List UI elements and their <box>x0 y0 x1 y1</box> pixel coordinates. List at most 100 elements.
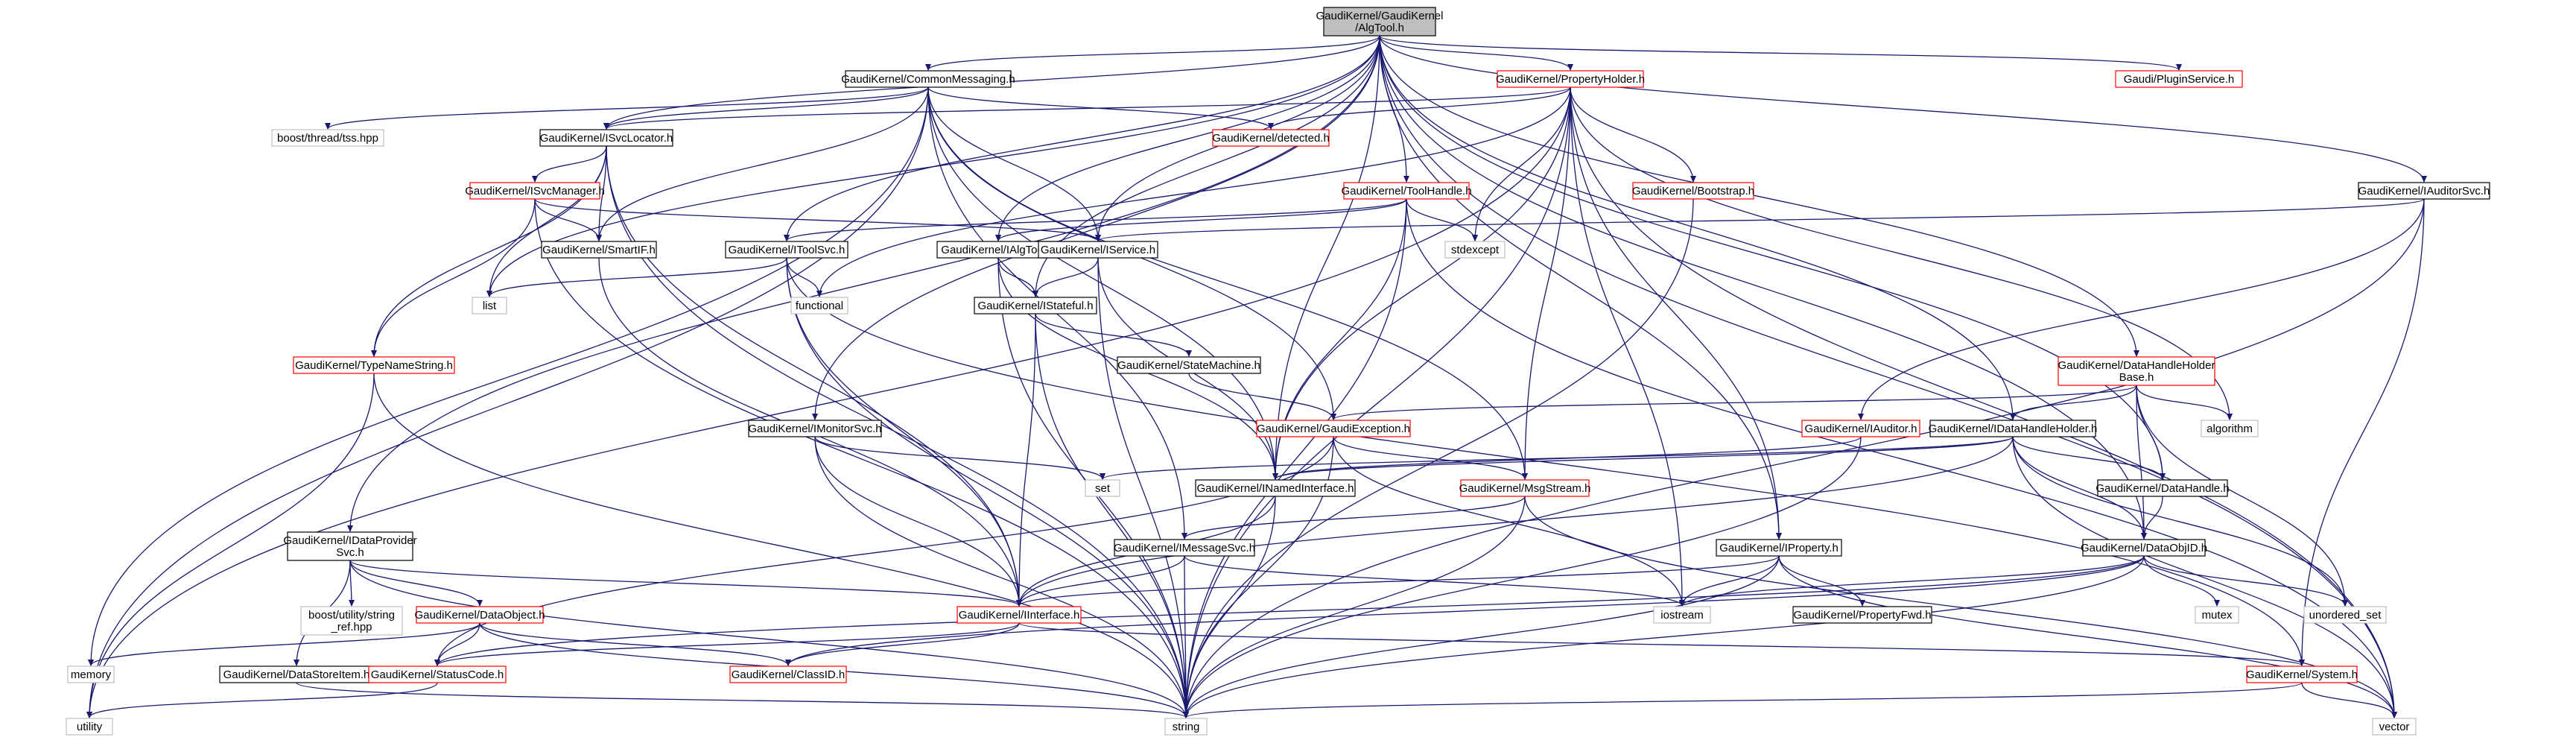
node-box <box>1256 420 1411 437</box>
dependency-edge-itoolsvc-to-list <box>486 257 787 297</box>
node-box <box>368 665 507 683</box>
node-label-line: GaudiKernel/StatusCode.h <box>371 668 504 681</box>
header-node-imonitorsvc[interactable]: GaudiKernel/IMonitorSvc.h <box>748 420 882 437</box>
node-box <box>2195 606 2239 624</box>
dependency-edge-iauditorsvc-to-system <box>2299 198 2425 666</box>
header-node-datastoreitem[interactable]: GaudiKernel/DataStoreItem.h <box>219 665 374 683</box>
dependency-edge-istateful-to-iinterface <box>1016 313 1036 607</box>
header-node-isvcmanager[interactable]: GaudiKernel/ISvcManager.h <box>465 182 605 200</box>
node-label-line: /AlgTool.h <box>1355 22 1404 34</box>
dependency-edge-idhholder-to-iinterface <box>1016 436 2014 607</box>
header-node-iservice[interactable]: GaudiKernel/IService.h <box>1038 241 1158 259</box>
header-node-root[interactable]: GaudiKernel/GaudiKernel/AlgTool.h <box>1316 7 1444 37</box>
node-label-line: stdexcept <box>1451 244 1500 256</box>
header-node-inamedinterface[interactable]: GaudiKernel/INamedInterface.h <box>1195 479 1356 497</box>
dependency-edge-itoolsvc-to-iinterface <box>786 257 1022 607</box>
header-node-bootstrap[interactable]: GaudiKernel/Bootstrap.h <box>1632 182 1754 200</box>
node-label-line: GaudiKernel/GaudiKernel <box>1316 10 1444 22</box>
node-box <box>293 356 455 374</box>
header-node-gaudiexception[interactable]: GaudiKernel/GaudiException.h <box>1256 420 1411 437</box>
dependency-edge-commonmsg-to-isvclocator <box>603 86 929 130</box>
dependency-edge-typenamestring-to-string <box>373 373 1189 718</box>
dependency-edge-idataprovider-to-stringref <box>348 560 355 607</box>
header-node-imessagesvc[interactable]: GaudiKernel/IMessageSvc.h <box>1114 539 1255 557</box>
dependency-edge-propholder-to-iproperty <box>1570 86 1782 540</box>
header-node-detected[interactable]: GaudiKernel/detected.h <box>1212 129 1330 147</box>
header-node-pluginsvc[interactable]: Gaudi/PluginService.h <box>2115 70 2243 88</box>
header-node-istateful[interactable]: GaudiKernel/IStateful.h <box>974 297 1097 314</box>
node-label-line: set <box>1095 482 1111 495</box>
header-node-dataobjid[interactable]: GaudiKernel/DataObjID.h <box>2081 539 2207 557</box>
dependency-edge-dataobjid-to-string <box>1183 555 2145 718</box>
header-node-vector: vector <box>2372 718 2417 736</box>
header-node-idhholder[interactable]: GaudiKernel/IDataHandleHolder.h <box>1929 420 2098 437</box>
dependency-edge-propholder-to-stdexcept <box>1472 86 1571 241</box>
node-box <box>1212 129 1330 147</box>
header-node-statuscode[interactable]: GaudiKernel/StatusCode.h <box>368 665 507 683</box>
dependency-edge-isvclocator-to-iinterface <box>606 145 1022 607</box>
node-label-line: GaudiKernel/PropertyHolder.h <box>1496 73 1645 86</box>
header-node-propertyfwd[interactable]: GaudiKernel/PropertyFwd.h <box>1792 606 1932 624</box>
header-node-typenamestring[interactable]: GaudiKernel/TypeNameString.h <box>293 356 455 374</box>
dependency-edge-root-to-commonmsg <box>925 35 1380 71</box>
header-node-isvclocator[interactable]: GaudiKernel/ISvcLocator.h <box>539 129 673 147</box>
header-node-smartif[interactable]: GaudiKernel/SmartIF.h <box>541 241 657 259</box>
dependency-edge-root-to-dataobjid <box>1379 35 2147 540</box>
dependency-edge-imessagesvc-to-iinterface <box>1016 555 1185 607</box>
node-box <box>67 665 115 683</box>
header-node-commonmsg[interactable]: GaudiKernel/CommonMessaging.h <box>841 70 1015 88</box>
header-node-functional: functional <box>790 297 848 314</box>
node-label-line: GaudiKernel/StateMachine.h <box>1117 359 1260 372</box>
dependency-edge-propholder-to-detected <box>1268 86 1571 130</box>
header-node-msgstream[interactable]: GaudiKernel/MsgStream.h <box>1459 479 1591 497</box>
dependency-edge-iservice-to-string <box>1097 257 1189 718</box>
node-label-line: vector <box>2379 721 2410 733</box>
dependency-edge-dataobjid-to-statuscode <box>434 555 2145 666</box>
dependency-edge-itoolsvc-to-functional <box>786 257 822 297</box>
node-label-line: Base.h <box>2119 371 2154 384</box>
node-box <box>1114 539 1255 557</box>
node-label-line: GaudiKernel/TypeNameString.h <box>295 359 453 372</box>
dependency-edge-toolhandle-to-string <box>1183 198 1407 718</box>
dependency-edge-isvclocator-to-list <box>486 145 607 297</box>
header-node-statemachine[interactable]: GaudiKernel/StateMachine.h <box>1117 356 1261 374</box>
dependency-edge-root-to-dhholderbase <box>1379 35 2139 357</box>
dependency-edge-imonitorsvc-to-string <box>814 436 1189 718</box>
header-node-itoolsvc[interactable]: GaudiKernel/IToolSvc.h <box>725 241 848 259</box>
dependency-edge-dataobjid-to-iostream <box>1679 555 2145 607</box>
dependency-edge-iinterface-to-system <box>1018 622 2305 666</box>
dependency-edge-iauditor-to-string <box>1183 436 1862 718</box>
header-node-utility: utility <box>66 718 113 736</box>
dependency-edge-propholder-to-isvclocator <box>603 86 1571 130</box>
node-label-line: GaudiKernel/ToolHandle.h <box>1341 185 1471 197</box>
node-label-line: GaudiKernel/CommonMessaging.h <box>841 73 1015 86</box>
header-node-iinterface[interactable]: GaudiKernel/IInterface.h <box>957 606 1082 624</box>
header-node-iauditorsvc[interactable]: GaudiKernel/IAuditorSvc.h <box>2358 182 2490 200</box>
node-box <box>1801 420 1920 437</box>
dependency-edge-imonitorsvc-to-iinterface <box>814 436 1022 607</box>
header-node-classid[interactable]: GaudiKernel/ClassID.h <box>729 665 847 683</box>
header-node-system[interactable]: GaudiKernel/System.h <box>2246 665 2358 683</box>
dependency-edge-statuscode-to-utility <box>86 682 438 718</box>
node-box <box>1117 356 1261 374</box>
dependency-edge-gaudiexception-to-msgstream <box>1333 436 1528 480</box>
node-box <box>1460 479 1590 497</box>
node-label-line: boost/utility/string <box>308 609 395 622</box>
node-box <box>957 606 1082 624</box>
node-label-line: _ref.hpp <box>330 621 372 633</box>
header-node-mutex: mutex <box>2195 606 2239 624</box>
header-node-toolhandle[interactable]: GaudiKernel/ToolHandle.h <box>1341 182 1472 200</box>
dependency-edge-toolhandle-to-itoolsvc <box>784 198 1407 241</box>
node-label-line: Gaudi/PluginService.h <box>2124 73 2234 86</box>
header-node-dataobject[interactable]: GaudiKernel/DataObject.h <box>414 606 545 624</box>
header-node-iproperty[interactable]: GaudiKernel/IProperty.h <box>1716 539 1842 557</box>
node-label-line: GaudiKernel/DataHandle.h <box>2096 482 2229 495</box>
header-node-iauditor[interactable]: GaudiKernel/IAuditor.h <box>1801 420 1920 437</box>
node-label-line: utility <box>77 721 103 733</box>
dependency-edge-propholder-to-algorithm <box>1570 86 2233 420</box>
header-node-propholder[interactable]: GaudiKernel/PropertyHolder.h <box>1496 70 1645 88</box>
header-node-datahandle[interactable]: GaudiKernel/DataHandle.h <box>2096 479 2230 497</box>
dependency-edge-dhholderbase-to-dataobjid <box>2136 385 2147 540</box>
